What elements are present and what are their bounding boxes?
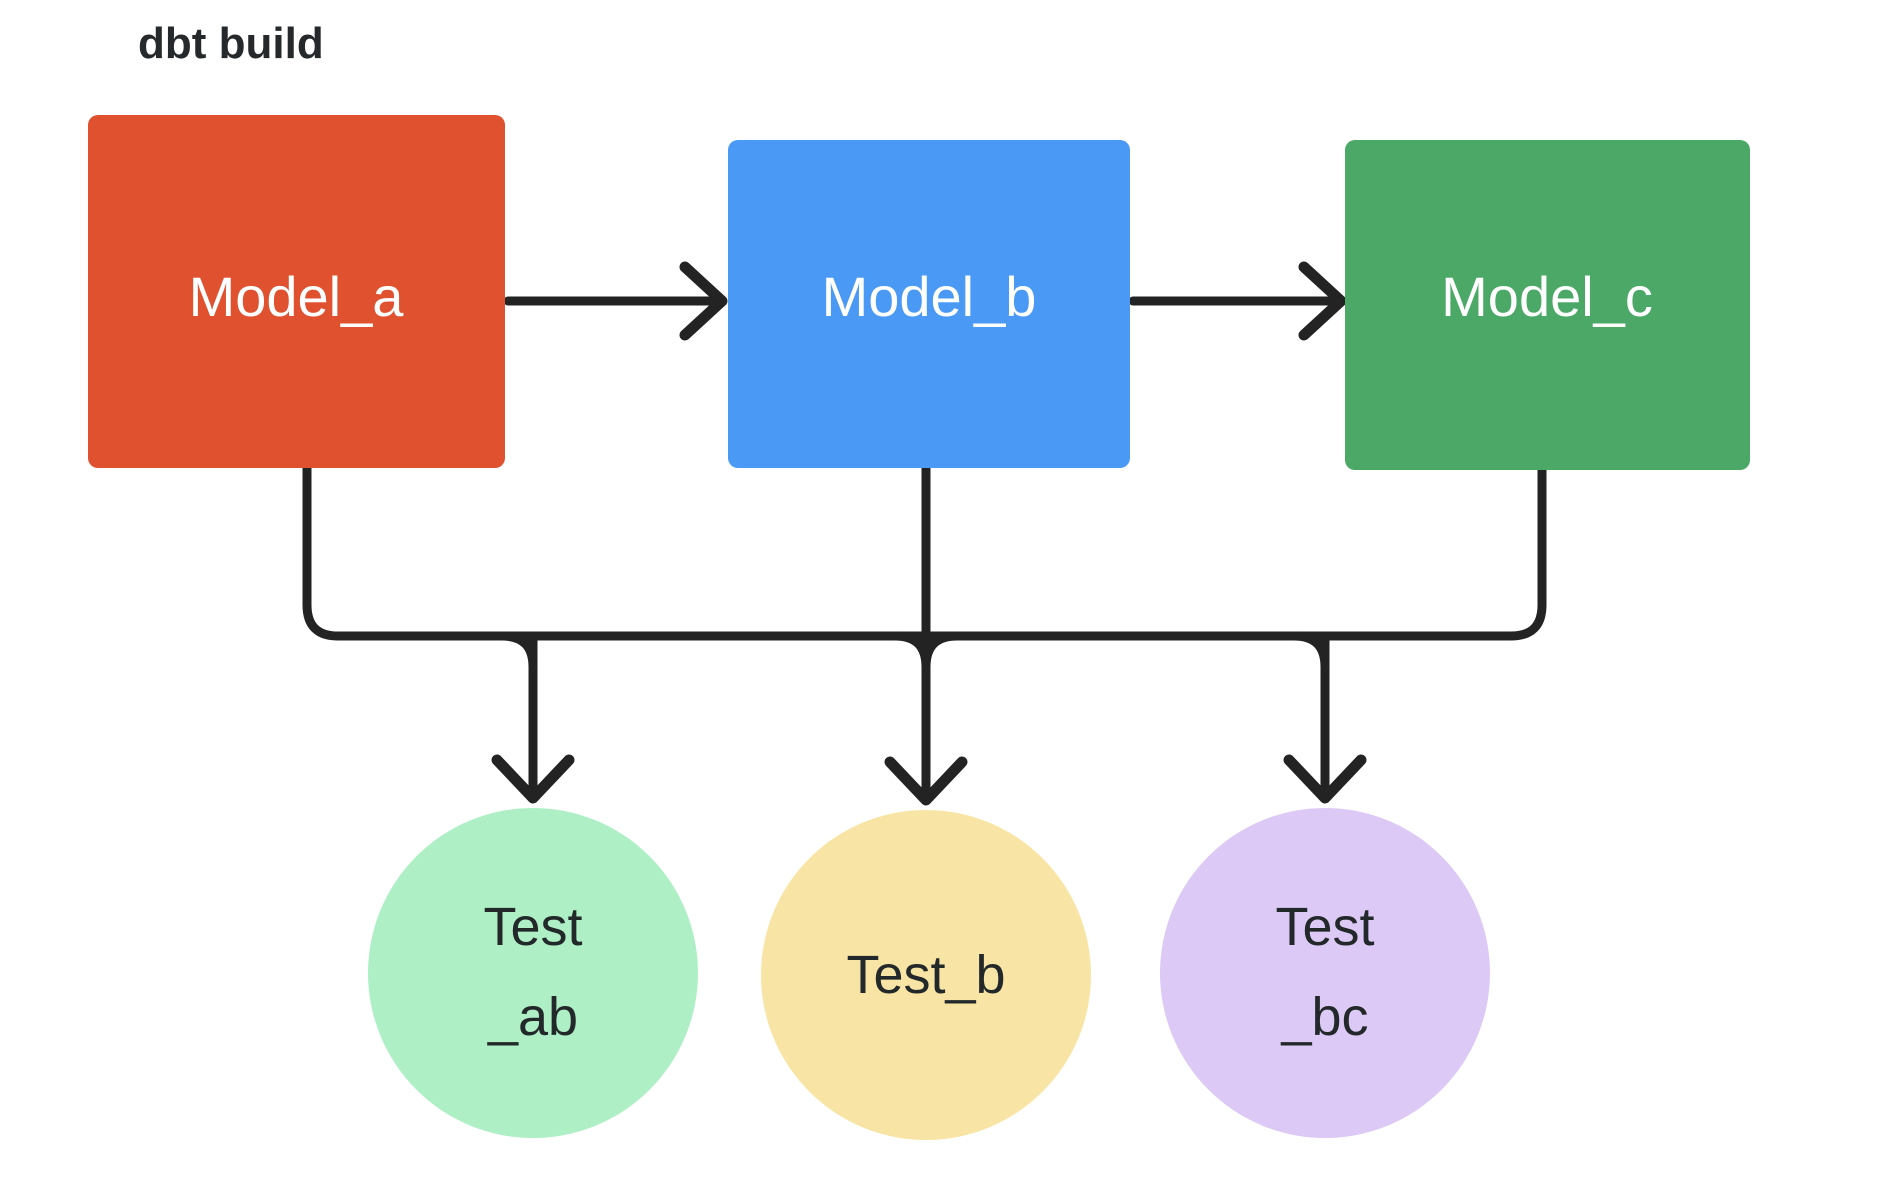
bus-junction-fillets	[497, 631, 1330, 672]
test_ab-label-line1: Test	[483, 897, 582, 957]
arrowhead-testab	[491, 754, 575, 804]
model_b-rect[interactable]	[728, 140, 1130, 468]
test_b-circle[interactable]	[761, 810, 1091, 1140]
edge-model_a-test_ab	[302, 461, 538, 641]
model-node-model_c[interactable]: Model_c	[1345, 140, 1750, 470]
test-node-test_b[interactable]: Test_b	[761, 810, 1091, 1140]
model_c-rect[interactable]	[1345, 140, 1750, 470]
fillet-testab	[497, 631, 538, 672]
fillet-testb-left	[890, 631, 931, 672]
test_ab-label-line2: _ab	[487, 987, 578, 1047]
edge-model_b-model_c	[1128, 261, 1347, 341]
test-node-test_ab[interactable]: Test _ab	[368, 808, 698, 1138]
fillet-testb-right	[921, 631, 962, 672]
edge-line-a-bus	[302, 461, 538, 641]
fillet-testbc	[1289, 631, 1330, 672]
edge-line-c-bus	[1320, 463, 1547, 641]
test-node-test_bc[interactable]: Test _bc	[1160, 808, 1490, 1138]
test_bc-label-line2: _bc	[1280, 987, 1368, 1047]
test_bc-label-line1: Test	[1275, 897, 1374, 957]
arrowhead-b-testb	[884, 756, 968, 806]
model_b-label: Model_b	[822, 265, 1037, 328]
model_a-label: Model_a	[189, 265, 405, 328]
arrowhead-a-b	[679, 261, 728, 341]
arrowhead-testbc	[1283, 754, 1367, 804]
model_a-rect[interactable]	[88, 115, 505, 468]
test_ab-circle[interactable]	[368, 808, 698, 1138]
arrowhead-b-c	[1298, 261, 1347, 341]
model_c-label: Model_c	[1441, 265, 1653, 328]
model-node-model_b[interactable]: Model_b	[728, 140, 1130, 468]
edge-layer	[302, 261, 1547, 806]
model-node-model_a[interactable]: Model_a	[88, 115, 505, 468]
edge-model_a-model_b	[503, 261, 728, 341]
edge-model_c-test_bc	[1320, 463, 1547, 641]
test_b-label-line1: Test_b	[846, 945, 1005, 1005]
diagram-title: dbt build	[138, 19, 324, 68]
test_bc-circle[interactable]	[1160, 808, 1490, 1138]
